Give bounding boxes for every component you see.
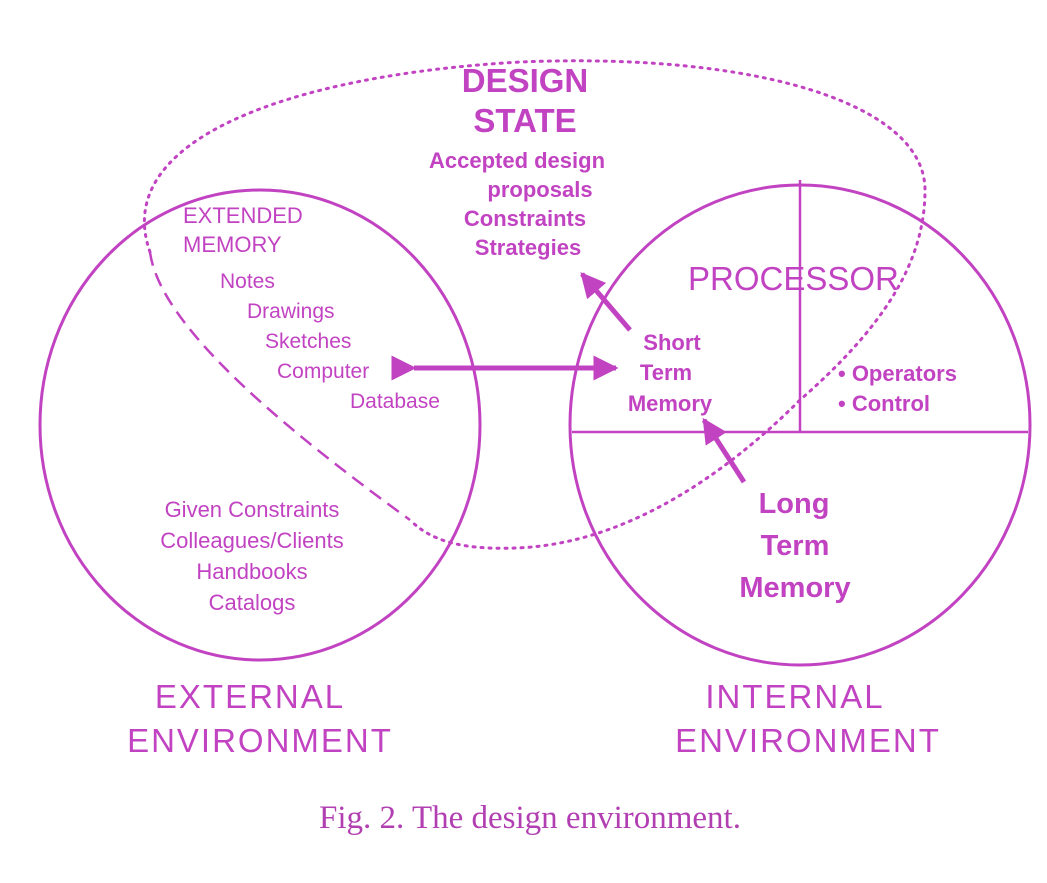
long-term-memory-line: Memory (739, 572, 850, 604)
internal-environment-label-line: INTERNAL (705, 678, 884, 715)
long-term-to-short-term-arrow (701, 417, 747, 484)
design-state-title: STATE (473, 102, 576, 139)
design-state: DESIGN STATE Accepted design proposals C… (429, 62, 605, 260)
external-item: Given Constraints (165, 497, 340, 522)
internal-environment-label-line: ENVIRONMENT (675, 722, 941, 759)
figure-caption: Fig. 2. The design environment. (319, 800, 741, 836)
extended-memory-item: Drawings (247, 300, 335, 323)
processor: PROCESSOR • Operators • Control (688, 260, 957, 416)
external-item: Colleagues/Clients (160, 528, 343, 553)
external-environment-label: EXTERNAL ENVIRONMENT (127, 678, 393, 759)
extended-memory-item: Notes (220, 270, 275, 293)
long-term-memory: Long Term Memory (739, 488, 850, 604)
processor-item: • Operators (838, 361, 957, 386)
external-item: Handbooks (196, 559, 307, 584)
short-term-to-design-state-arrow (580, 272, 632, 332)
extended-memory-title: MEMORY (183, 232, 282, 257)
design-state-item: proposals (487, 177, 592, 202)
design-state-item: Constraints (464, 206, 586, 231)
extended-memory-item: Computer (277, 360, 369, 383)
external-item: Catalogs (209, 590, 296, 615)
external-environment-label-line: ENVIRONMENT (127, 722, 393, 759)
long-term-memory-line: Term (761, 530, 830, 562)
short-term-memory-line: Memory (628, 391, 713, 416)
extended-memory-item: Database (350, 390, 440, 413)
short-term-memory-line: Term (640, 360, 692, 385)
long-term-memory-line: Long (759, 488, 830, 520)
extended-memory-title: EXTENDED (183, 203, 303, 228)
internal-environment-label: INTERNAL ENVIRONMENT (675, 678, 941, 759)
design-state-boundary-dotted (142, 59, 927, 550)
short-term-memory-line: Short (643, 330, 701, 355)
extended-memory: EXTENDED MEMORY Notes Drawings Sketches … (183, 203, 440, 413)
external-items: Given Constraints Colleagues/Clients Han… (160, 497, 343, 615)
external-environment-label-line: EXTERNAL (155, 678, 345, 715)
extended-memory-item: Sketches (265, 330, 351, 353)
design-state-title: DESIGN (462, 62, 589, 99)
external-environment-circle (38, 188, 482, 662)
design-state-boundary-dashed (148, 251, 411, 522)
short-term-memory: Short Term Memory (628, 330, 713, 416)
processor-item: • Control (838, 391, 930, 416)
design-state-item: Strategies (475, 235, 581, 260)
design-state-item: Accepted design (429, 148, 605, 173)
processor-title: PROCESSOR (688, 260, 899, 297)
